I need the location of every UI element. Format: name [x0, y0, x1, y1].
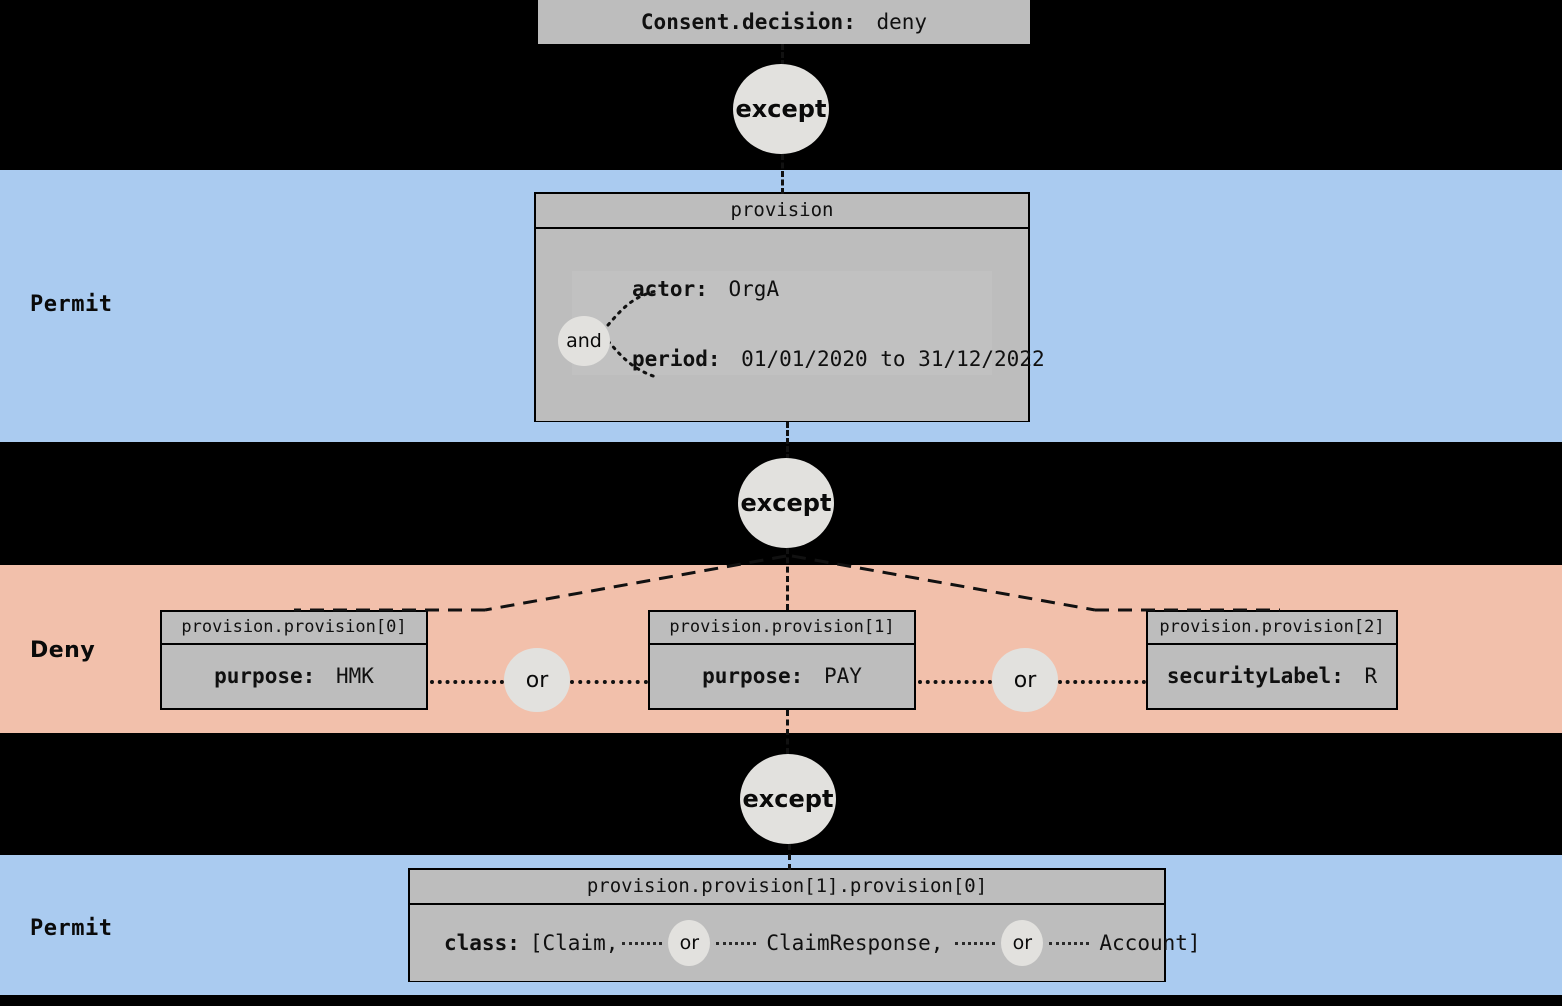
node-provision-1[interactable]: provision.provision[1] purpose: PAY — [648, 610, 916, 710]
connector-provision-to-except2 — [786, 422, 789, 460]
provision-row-actor: actor: OrgA — [632, 277, 779, 301]
and-branch-lines — [606, 289, 658, 379]
connector-root-to-except1 — [781, 44, 784, 66]
node-provision-0-body: purpose: HMK — [162, 645, 426, 707]
connector-except2-to-provision1 — [786, 548, 789, 610]
connector-or1-left — [430, 680, 504, 684]
provision-row-period: period: 01/01/2020 to 31/12/2022 — [632, 347, 1045, 371]
provision-row-period-value: 01/01/2020 to 31/12/2022 — [741, 347, 1045, 371]
node-provision-body: and actor: OrgA period: 01/01/2020 to 31… — [536, 229, 1045, 421]
class-item-account: Account] — [1099, 931, 1201, 955]
operator-except-1[interactable]: except — [733, 64, 829, 154]
root-key: Consent.decision: — [640, 10, 856, 34]
node-provision-2[interactable]: provision.provision[2] securityLabel: R — [1146, 610, 1398, 710]
node-provision-0[interactable]: provision.provision[0] purpose: HMK — [160, 610, 428, 710]
node-provision[interactable]: provision and actor: OrgA period: 01/01/… — [534, 192, 1045, 422]
connector-class-or-1-left — [622, 941, 663, 945]
provision-row-period-key: period: — [632, 347, 721, 371]
provision-1-key: purpose: — [702, 664, 804, 688]
node-provision-1-0-body: class: [Claim, or ClaimResponse, or Acco… — [410, 905, 1201, 981]
connector-or2-right — [1058, 680, 1146, 684]
provision-2-key: securityLabel: — [1166, 664, 1344, 688]
connector-class-or-1-right — [716, 941, 757, 945]
connector-or1-right — [570, 680, 648, 684]
node-provision-1-0[interactable]: provision.provision[1].provision[0] clas… — [408, 868, 1201, 982]
provision-1-value: PAY — [823, 664, 862, 688]
operator-or-1[interactable]: or — [504, 648, 570, 712]
connector-except3-to-provision10 — [788, 844, 791, 870]
connector-class-or-2-left — [955, 941, 996, 945]
provision-row-actor-key: actor: — [632, 277, 708, 301]
except2-fanout-lines — [294, 554, 1280, 612]
node-provision-1-title: provision.provision[1] — [650, 612, 914, 645]
class-value-line: class: [Claim, or ClaimResponse, or Acco… — [444, 905, 1201, 981]
node-provision-1-0-title: provision.provision[1].provision[0] — [410, 870, 1164, 905]
node-provision-2-body: securityLabel: R — [1148, 645, 1396, 707]
operator-or-inline-1[interactable]: or — [668, 920, 711, 966]
connector-class-or-2-right — [1049, 941, 1090, 945]
operator-except-2[interactable]: except — [738, 458, 834, 548]
provision-2-value: R — [1364, 664, 1378, 688]
band-label-deny: Deny — [30, 638, 96, 663]
operator-or-2[interactable]: or — [992, 648, 1058, 712]
provision-0-value: HMK — [335, 664, 374, 688]
operator-except-3[interactable]: except — [740, 754, 836, 844]
connector-or2-left — [918, 680, 992, 684]
node-provision-0-title: provision.provision[0] — [162, 612, 426, 645]
node-provision-title: provision — [536, 194, 1028, 229]
provision-row-actor-value: OrgA — [728, 277, 780, 301]
root-value: deny — [876, 10, 928, 34]
node-provision-1-body: purpose: PAY — [650, 645, 914, 707]
node-provision-2-title: provision.provision[2] — [1148, 612, 1396, 645]
operator-and-1[interactable]: and — [558, 316, 610, 366]
class-item-claim: [Claim, — [529, 931, 619, 955]
band-label-permit-bottom: Permit — [30, 916, 113, 941]
band-label-permit-top: Permit — [30, 292, 113, 317]
root-node-consent-decision[interactable]: Consent.decision: deny — [538, 0, 1030, 44]
class-item-claimresponse: ClaimResponse, — [766, 931, 944, 955]
class-key: class: — [444, 931, 520, 955]
operator-or-inline-2[interactable]: or — [1001, 920, 1044, 966]
and-group-plate — [572, 271, 992, 375]
connector-provision1-to-except3 — [786, 710, 789, 754]
connector-except1-to-provision — [781, 154, 784, 194]
provision-0-key: purpose: — [214, 664, 316, 688]
